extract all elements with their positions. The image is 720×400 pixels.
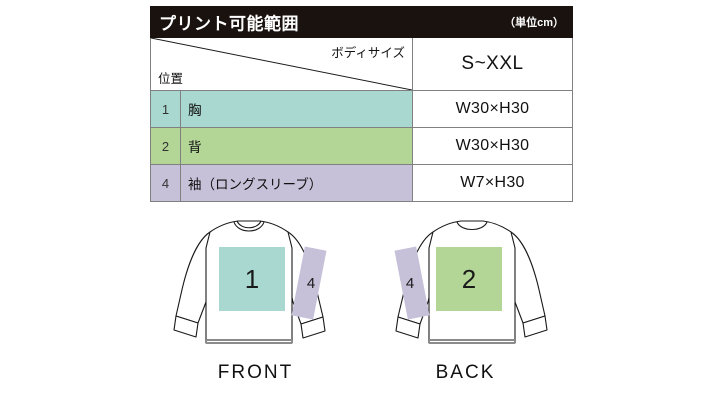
row-name-2: 背 [180, 127, 413, 165]
front-shirt-figure: 1 4 [168, 218, 343, 363]
front-print-zone-1-label: 1 [245, 264, 259, 294]
axis-label-position: 位置 [158, 72, 184, 86]
back-shirt-illustration: 2 4 [394, 220, 548, 344]
back-print-zone-2 [436, 247, 502, 311]
collar-inner [236, 220, 262, 229]
unit-note: （単位cm） [504, 17, 565, 29]
row-number-2: 2 [150, 127, 181, 165]
table-title-bar: プリント可能範囲 （単位cm） [149, 6, 574, 38]
front-print-zone-4-label: 4 [307, 275, 315, 292]
front-print-zone-4 [291, 246, 327, 320]
table-row: 2 背 W30×H30 [150, 127, 574, 165]
size-column-header: S~XXL [411, 37, 574, 91]
right-cuff-shape [300, 316, 326, 339]
print-area-table: プリント可能範囲 （単位cm） ボディサイズ 位置 S~XXL 1 胸 W30×… [149, 6, 574, 202]
row-name-4: 袖（ロングスリーブ） [180, 164, 413, 202]
back-print-zone-2-label: 2 [462, 264, 476, 294]
diagonal-divider-icon [151, 38, 412, 90]
back-left-sleeve-shape [508, 231, 546, 324]
back-left-cuff-shape [522, 315, 548, 338]
back-print-zone-4 [394, 246, 430, 320]
table-row: 4 袖（ロングスリーブ） W7×H30 [150, 164, 574, 202]
row-number-1: 1 [150, 90, 181, 128]
back-sleeve-zone-group [394, 246, 430, 320]
back-shirt-figure: 2 4 [378, 218, 553, 363]
row-number-4: 4 [150, 164, 181, 202]
table-column-header-row: ボディサイズ 位置 S~XXL [150, 37, 574, 91]
back-print-zone-4-label: 4 [406, 275, 414, 292]
row-size-1: W30×H30 [411, 90, 574, 128]
front-shirt-illustration: 1 4 [173, 220, 327, 344]
front-caption: FRONT [217, 362, 294, 383]
front-print-zone-1 [219, 247, 285, 311]
hem-ends [205, 340, 293, 343]
table-row: 1 胸 W30×H30 [150, 90, 574, 128]
table-header-bar-row: プリント可能範囲 （単位cm） [149, 6, 574, 38]
back-collar [456, 221, 488, 231]
row-size-4: W7×H30 [411, 164, 574, 202]
axis-label-body-size: ボディサイズ [331, 46, 405, 60]
left-cuff-shape [173, 315, 199, 338]
back-hem-ends [428, 340, 516, 343]
axis-corner-cell: ボディサイズ 位置 [150, 37, 413, 91]
collar-outer [233, 221, 265, 232]
front-sleeve-zone-group [291, 246, 327, 320]
table-title: プリント可能範囲 [159, 14, 299, 34]
row-size-2: W30×H30 [411, 127, 574, 165]
back-caption: BACK [435, 362, 496, 383]
left-sleeve-shape [175, 231, 213, 324]
row-name-1: 胸 [180, 90, 413, 128]
back-right-cuff-shape [395, 316, 421, 339]
